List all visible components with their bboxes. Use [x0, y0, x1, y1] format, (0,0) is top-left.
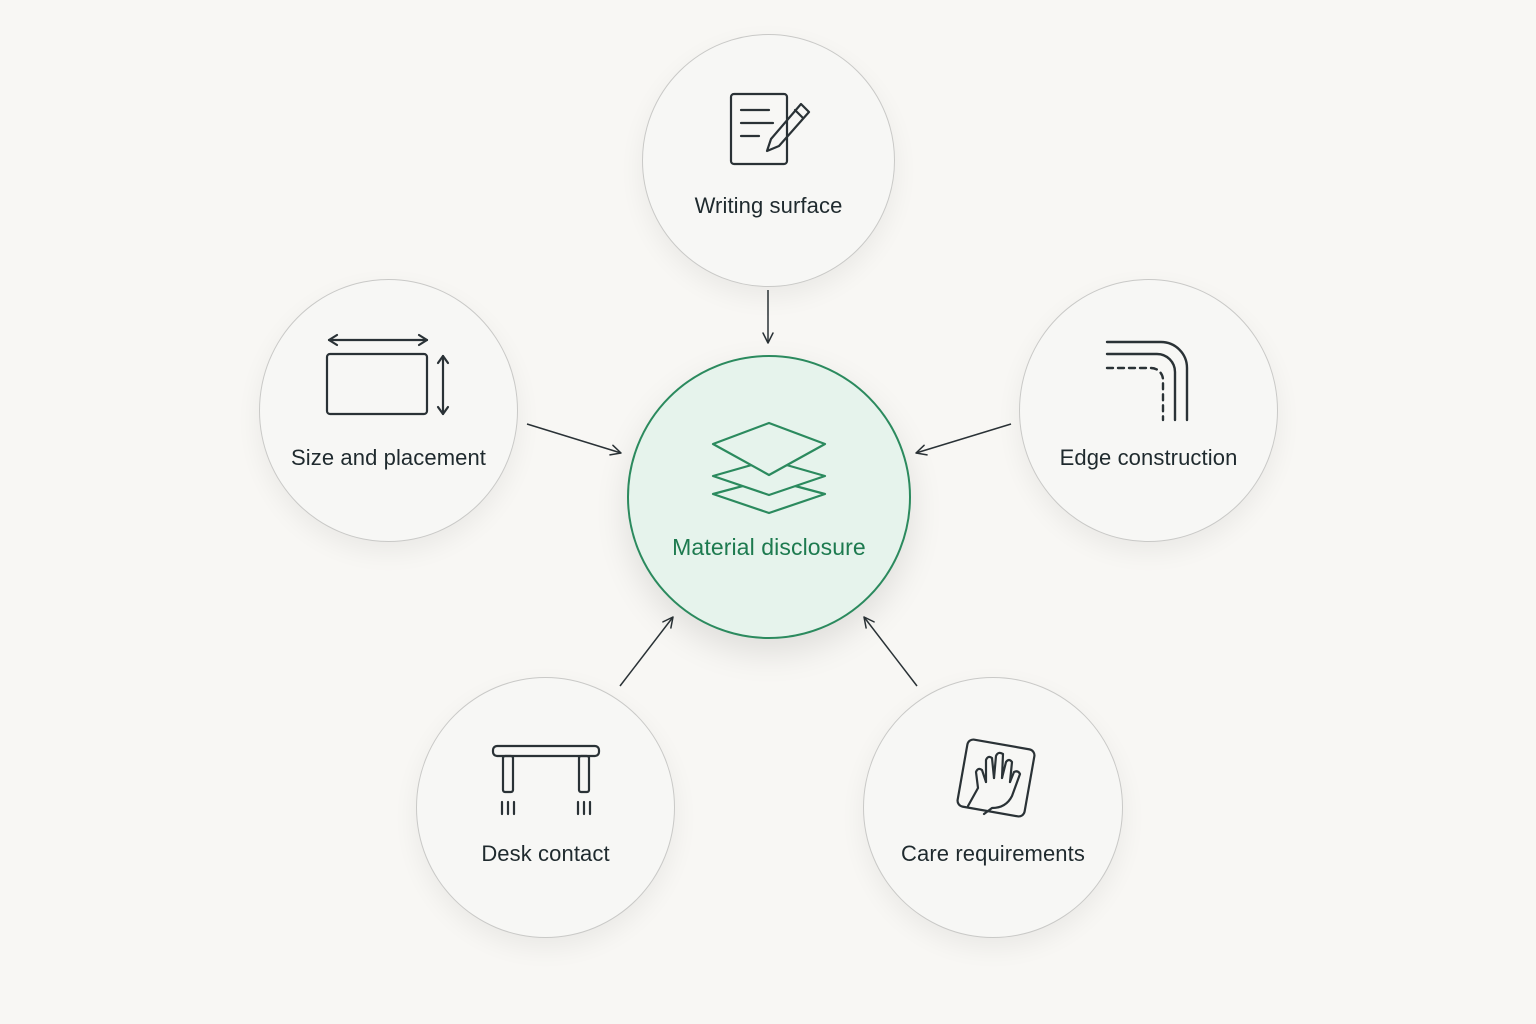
node-label: Edge construction	[1059, 445, 1238, 470]
hand-wiping-icon	[956, 738, 1036, 818]
arrow-care-to-center	[863, 616, 918, 687]
node-label: Care requirements	[901, 841, 1085, 866]
dimensions-icon	[325, 333, 449, 416]
node-size-and-placement: Size and placement	[259, 279, 518, 542]
node-desk-contact: Desk contact	[416, 677, 675, 938]
node-label: Size and placement	[290, 445, 487, 470]
layers-icon	[711, 421, 827, 515]
node-label: Desk contact	[481, 841, 610, 866]
desk-legs-icon	[491, 744, 600, 816]
node-label: Writing surface	[694, 193, 843, 218]
node-writing-surface: Writing surface	[642, 34, 895, 287]
center-label: Material disclosure	[672, 534, 866, 560]
node-material-disclosure: Material disclosure	[627, 355, 911, 639]
node-edge-construction: Edge construction	[1019, 279, 1278, 542]
arrow-desk-to-center	[619, 616, 674, 687]
arrow-size-to-center	[526, 423, 622, 456]
document-pencil-icon	[729, 92, 810, 166]
node-care-requirements: Care requirements	[863, 677, 1123, 938]
arrow-edge-to-center	[915, 423, 1012, 456]
rounded-edge-icon	[1105, 340, 1188, 422]
